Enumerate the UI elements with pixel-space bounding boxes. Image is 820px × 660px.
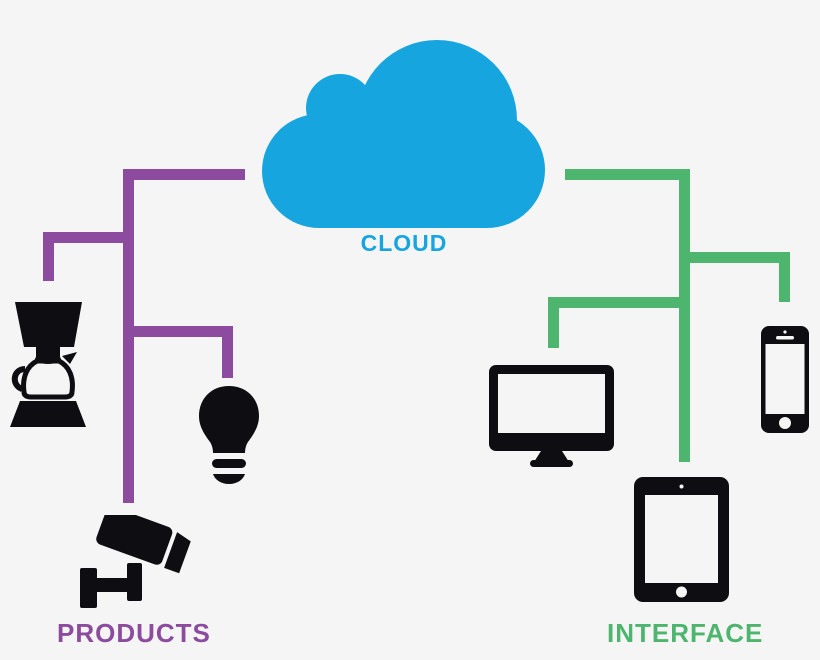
cloud-icon	[262, 40, 545, 228]
products-label: PRODUCTS	[57, 618, 211, 648]
interface-connector-lines	[548, 169, 790, 462]
security-camera-icon	[80, 515, 191, 608]
products-connector-lines	[43, 169, 245, 503]
connector-segment	[43, 232, 134, 243]
connector-segment	[123, 326, 233, 337]
monitor-icon	[489, 365, 614, 467]
connector-segment	[548, 297, 559, 348]
tablet-icon	[634, 477, 729, 602]
connector-segment	[548, 297, 690, 308]
connector-segment	[679, 252, 790, 263]
connector-segment	[123, 169, 245, 180]
connector-segment	[43, 232, 54, 281]
smartphone-icon	[761, 326, 809, 433]
connector-segment	[679, 169, 690, 462]
connector-segment	[565, 169, 690, 180]
connector-segment	[779, 252, 790, 302]
cloud-label: CLOUD	[360, 230, 448, 256]
lightbulb-icon	[199, 386, 259, 484]
interface-label: INTERFACE	[607, 618, 764, 648]
coffee-maker-icon	[10, 302, 86, 427]
connector-segment	[222, 326, 233, 378]
